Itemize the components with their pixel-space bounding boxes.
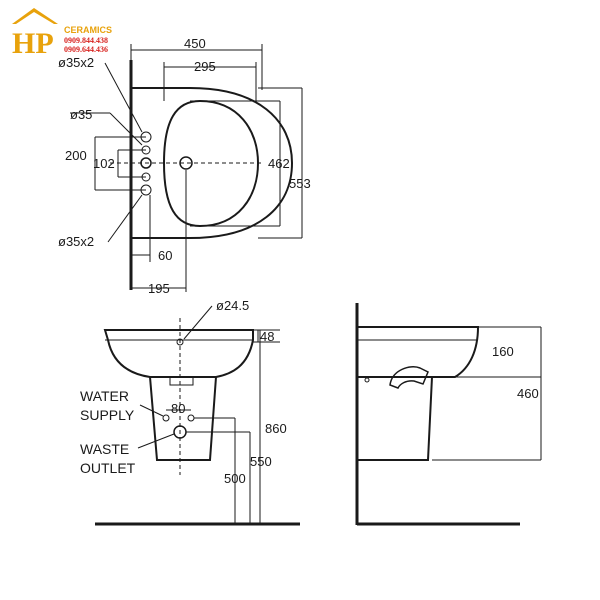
dim-hole-spacing-label: 102 [93, 156, 115, 171]
dim-supply-spacing-label: 80 [171, 401, 185, 416]
dim-height-550-label: 550 [250, 454, 272, 469]
brand-logo: HP CERAMICS 0909.844.438 0909.644.436 [12, 8, 112, 60]
side-basin-outline [357, 326, 480, 378]
dim-height-total-label: 860 [265, 421, 287, 436]
dim-depth-label: 462 [268, 156, 290, 171]
dim-rim-label: 48 [260, 329, 274, 344]
overflow-slot [169, 376, 194, 386]
waste-outlet-label-1: WASTE [80, 441, 129, 457]
logo-name-text: CERAMICS [64, 25, 112, 35]
logo-phone-2: 0909.644.436 [64, 45, 108, 54]
side-view [355, 303, 542, 526]
house-roof-icon [12, 8, 58, 24]
water-supply-label-1: WATER [80, 388, 129, 404]
side-dim-height-label: 460 [517, 386, 539, 401]
side-dim-bowl-depth-label: 160 [492, 344, 514, 359]
side-wall-point-icon [364, 377, 370, 383]
water-supply-point-icon [187, 414, 195, 422]
dim-tap-hole-label: ø35 [70, 107, 92, 122]
dim-drain-label: ø24.5 [216, 298, 249, 313]
dim-bowl-width-label: 295 [194, 59, 216, 74]
basin-outline [131, 87, 294, 239]
tap-hole-icon [140, 157, 152, 169]
front-view [95, 305, 300, 526]
waste-outlet-label-2: OUTLET [80, 460, 136, 476]
logo-brand-text: HP [12, 27, 54, 60]
dim-bolt-bottom-label: ø35x2 [58, 234, 94, 249]
water-supply-label-2: SUPPLY [80, 407, 135, 423]
front-basin-outline [103, 329, 254, 378]
dim-height-500-label: 500 [224, 471, 246, 486]
dim-bolt-spacing-label: 200 [65, 148, 87, 163]
logo-phone-1: 0909.844.438 [64, 36, 108, 45]
dim-offset-60-label: 60 [158, 248, 172, 263]
side-pedestal-outline [357, 376, 433, 461]
dim-total-depth-label: 553 [289, 176, 311, 191]
dim-offset-195-label: 195 [148, 281, 170, 296]
side-trap-icon [389, 366, 429, 389]
top-view [70, 44, 303, 292]
dim-bolt-top-label: ø35x2 [58, 55, 94, 70]
water-supply-point-icon [162, 414, 170, 422]
dim-width-label: 450 [184, 36, 206, 51]
